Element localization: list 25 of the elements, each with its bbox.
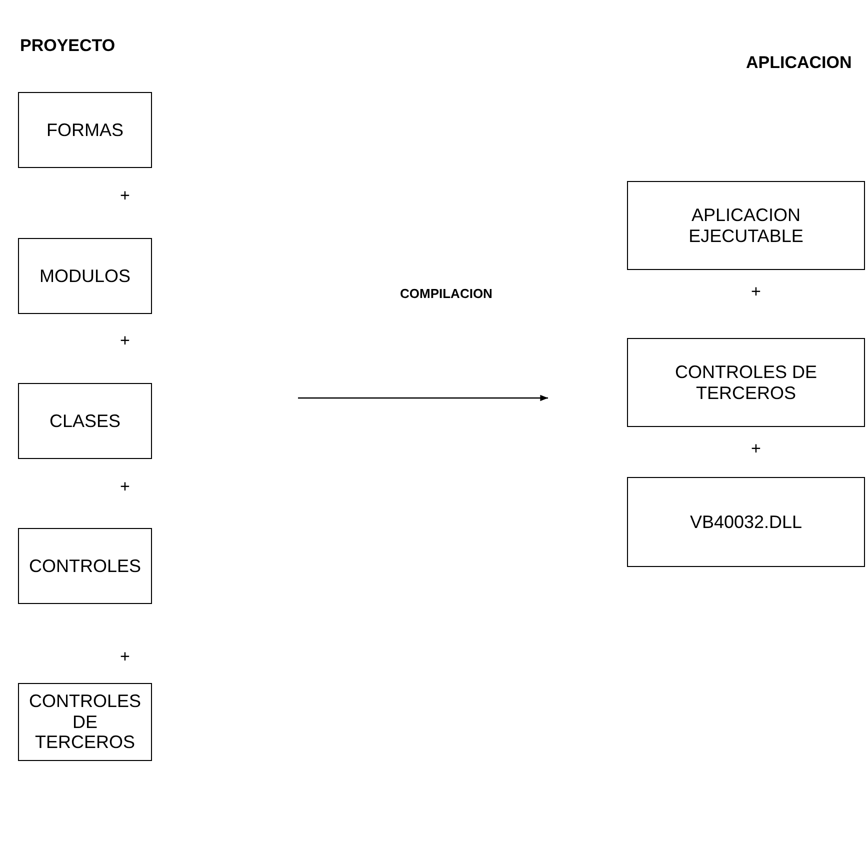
process-box (18, 683, 152, 761)
process-box (627, 338, 865, 427)
process-box (627, 181, 865, 270)
plus-sign: + (751, 439, 761, 459)
process-box (18, 92, 152, 168)
plus-sign: + (120, 331, 130, 351)
plus-sign: + (120, 477, 130, 497)
plus-sign: + (751, 282, 761, 302)
plus-sign: + (120, 186, 130, 206)
box-label: CONTROLES (28, 556, 142, 576)
box-label: FORMAS (46, 120, 124, 140)
plus-sign: + (120, 647, 130, 667)
box-label: APLICACION EJECUTABLE (688, 204, 804, 246)
column-heading: APLICACION (746, 53, 852, 73)
box-label: MODULOS (39, 266, 130, 286)
column-heading: PROYECTO (20, 36, 116, 56)
process-box (18, 528, 152, 604)
process-box (18, 238, 152, 314)
box-label: CONTROLES DE TERCEROS (28, 690, 142, 754)
arrow-label: COMPILACION (400, 286, 492, 301)
box-label: CONTROLES DE TERCEROS (674, 362, 818, 404)
process-box (627, 477, 865, 567)
box-label: VB40032.DLL (690, 512, 802, 532)
box-label: CLASES (49, 410, 121, 432)
process-box (18, 383, 152, 459)
